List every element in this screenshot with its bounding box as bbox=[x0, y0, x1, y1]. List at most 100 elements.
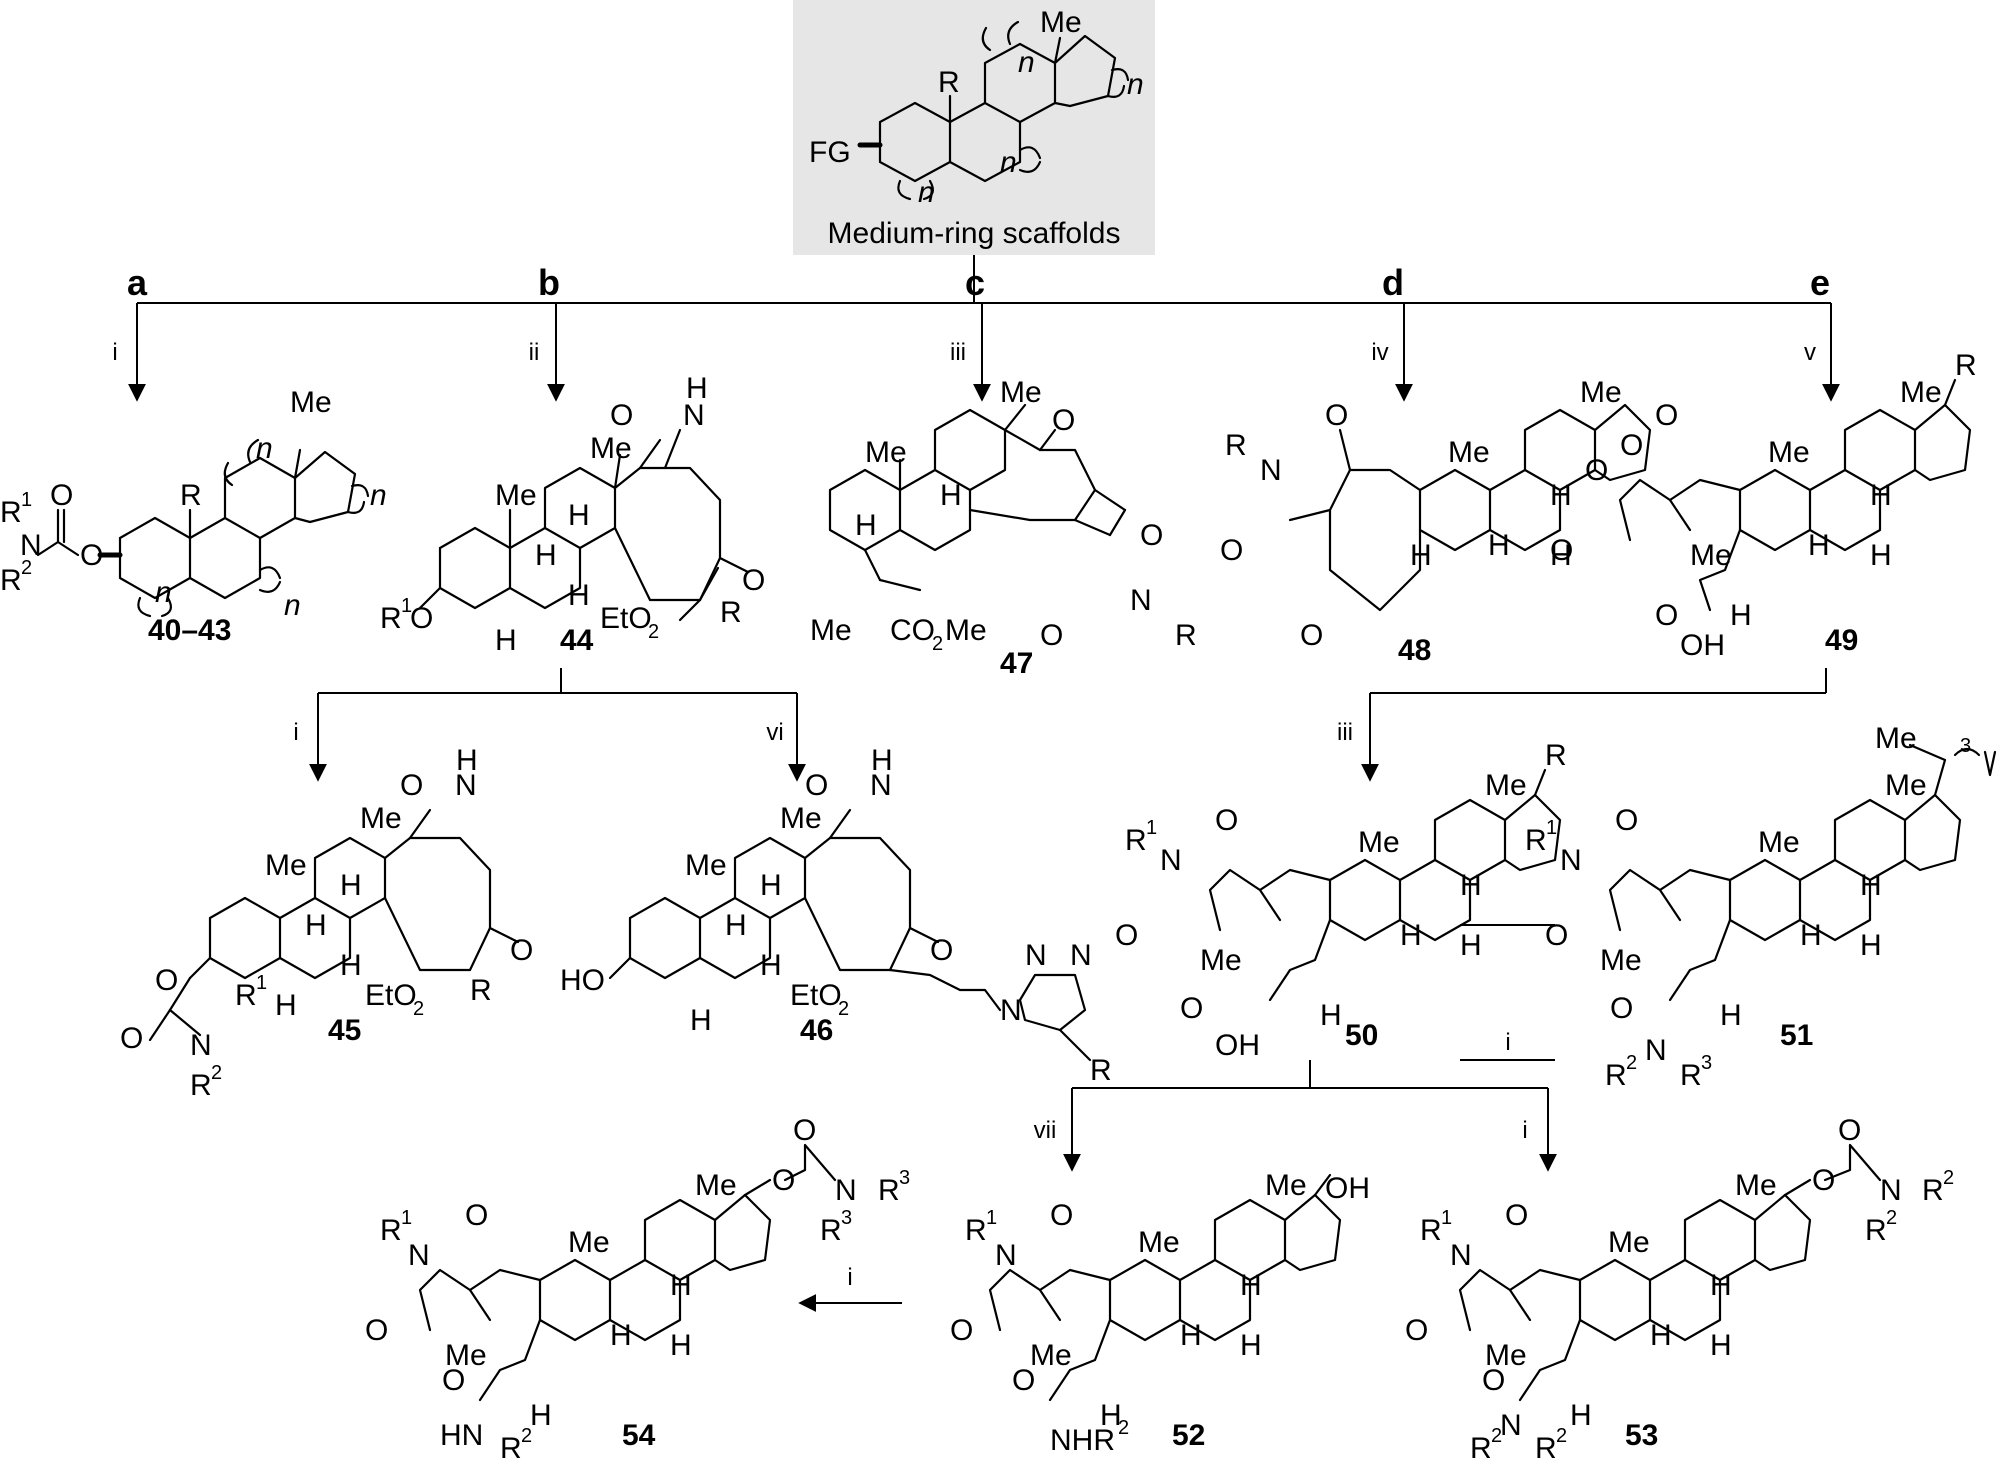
n-label: n bbox=[1000, 146, 1017, 179]
atom-label: CO bbox=[890, 614, 935, 647]
step-label: iii bbox=[950, 339, 966, 366]
atom-label: O bbox=[1040, 619, 1063, 652]
atom-label: H bbox=[275, 989, 297, 1022]
atom-label: EtO bbox=[365, 979, 417, 1012]
compound-45: O N H Me Me H H H H O R EtO 2 O O N R 1 … bbox=[120, 744, 533, 1102]
compound-46: O N H Me Me H H H H O EtO 2 HO N N N R 4… bbox=[560, 744, 1112, 1087]
atom-label: Me bbox=[685, 849, 727, 882]
atom-label: O bbox=[1052, 404, 1075, 437]
compound-number: 49 bbox=[1825, 624, 1858, 657]
step-label: vii bbox=[1034, 1117, 1057, 1144]
atom-label: O bbox=[1812, 1164, 1835, 1197]
atom-label: O bbox=[120, 1022, 143, 1055]
atom-label: H bbox=[340, 949, 362, 982]
atom-label: N bbox=[408, 1239, 430, 1272]
atom-label: O bbox=[1220, 534, 1243, 567]
compound-48: R N O O Me O Me H H H H O 48 bbox=[1220, 376, 1678, 667]
route-branches: a b c d e i ii iii iv v bbox=[112, 255, 1840, 402]
atom-label: Me bbox=[1768, 436, 1810, 469]
compound-number: 46 bbox=[800, 1014, 833, 1047]
atom-label: R bbox=[0, 496, 22, 529]
atom-label: H bbox=[535, 539, 557, 572]
atom-label: H bbox=[1240, 1269, 1262, 1302]
atom-label: O bbox=[950, 1314, 973, 1347]
compound-number: 52 bbox=[1172, 1419, 1205, 1452]
atom-label: OH bbox=[1325, 1172, 1370, 1205]
atom-label: Me bbox=[1000, 376, 1042, 409]
compound-40-43: O O N R 1 R 2 R Me n n n n 40–43 bbox=[0, 386, 387, 647]
atom-label: R bbox=[380, 602, 402, 635]
atom-label: 3 bbox=[1701, 1052, 1712, 1074]
atom-label: Me bbox=[1690, 539, 1732, 572]
atom-label: H bbox=[1860, 869, 1882, 902]
r-label: R bbox=[938, 66, 960, 99]
atom-label: N bbox=[1025, 939, 1047, 972]
atom-label: N bbox=[1070, 939, 1092, 972]
atom-label: O bbox=[442, 1364, 465, 1397]
atom-label: Me bbox=[1875, 722, 1917, 755]
atom-label: O bbox=[772, 1164, 795, 1197]
atom-label: O bbox=[793, 1114, 816, 1147]
compound-number: 50 bbox=[1345, 1019, 1378, 1052]
atom-label: Me bbox=[1030, 1339, 1072, 1372]
atom-label: 2 bbox=[521, 1425, 532, 1447]
atom-label: R bbox=[190, 1069, 212, 1102]
atom-label: 2 bbox=[648, 621, 659, 643]
atom-label: R bbox=[1680, 1059, 1702, 1092]
atom-label: 2 bbox=[21, 557, 32, 579]
atom-label: n bbox=[155, 576, 172, 609]
atom-label: O bbox=[930, 934, 953, 967]
atom-label: O bbox=[1620, 429, 1643, 462]
compound-44: O N H Me Me H H H H O R EtO 2 FG R 1 O 4… bbox=[380, 372, 765, 657]
compound-52: R 1 N O O Me Me OH Me H H H H O NHR 2 52 bbox=[950, 1169, 1370, 1457]
atom-label: R bbox=[1470, 1432, 1492, 1461]
atom-label: 2 bbox=[838, 998, 849, 1020]
atom-label: H bbox=[1410, 539, 1432, 572]
atom-label: NHR bbox=[1050, 1424, 1115, 1457]
atom-label: R bbox=[1090, 1054, 1112, 1087]
atom-label: N bbox=[190, 1029, 212, 1062]
atom-label: HN bbox=[440, 1419, 483, 1452]
atom-label: Me bbox=[1758, 826, 1800, 859]
atom-label: Me bbox=[1265, 1169, 1307, 1202]
atom-label: Me bbox=[780, 802, 822, 835]
atom-label: N bbox=[1500, 1409, 1522, 1442]
step-label: v bbox=[1804, 339, 1816, 366]
atom-label: 2 bbox=[1491, 1425, 1502, 1447]
atom-label: O bbox=[80, 539, 103, 572]
atom-label: H bbox=[1650, 1319, 1672, 1352]
compound-number: 53 bbox=[1625, 1419, 1658, 1452]
atom-label: R bbox=[500, 1432, 522, 1461]
atom-label: H bbox=[1550, 539, 1572, 572]
atom-label: H bbox=[1720, 999, 1742, 1032]
atom-label: O bbox=[1585, 454, 1608, 487]
atom-label: H bbox=[340, 869, 362, 902]
atom-label: H bbox=[495, 624, 517, 657]
atom-label: R bbox=[1955, 349, 1977, 382]
step-label: i bbox=[112, 339, 117, 366]
compound-number: 54 bbox=[622, 1419, 656, 1452]
tertiary-arrows: vii i i bbox=[798, 1060, 1557, 1312]
atom-label: O bbox=[400, 769, 423, 802]
atom-label: Me bbox=[495, 479, 537, 512]
atom-label: 1 bbox=[1441, 1207, 1452, 1229]
atom-label: O bbox=[610, 399, 633, 432]
atom-label: Me bbox=[1608, 1226, 1650, 1259]
atom-label: H bbox=[305, 909, 327, 942]
atom-label: R bbox=[470, 974, 492, 1007]
atom-label: H bbox=[855, 509, 877, 542]
atom-label: R bbox=[1225, 429, 1247, 462]
atom-label: O bbox=[1215, 804, 1238, 837]
atom-label: O bbox=[1655, 399, 1678, 432]
atom-label: H bbox=[1460, 869, 1482, 902]
atom-label: O bbox=[1545, 919, 1568, 952]
compound-number: 48 bbox=[1398, 634, 1431, 667]
atom-label: O bbox=[805, 769, 828, 802]
atom-label: O bbox=[1325, 399, 1348, 432]
atom-label: Me bbox=[1448, 436, 1490, 469]
atom-label: 2 bbox=[1626, 1052, 1637, 1074]
atom-label: R bbox=[965, 1214, 987, 1247]
compound-51: R 1 N O O Me Me Me 3 Me H H H H O N R 2 … bbox=[1525, 722, 1997, 1092]
scaffold-box-label: Medium-ring scaffolds bbox=[828, 217, 1121, 250]
